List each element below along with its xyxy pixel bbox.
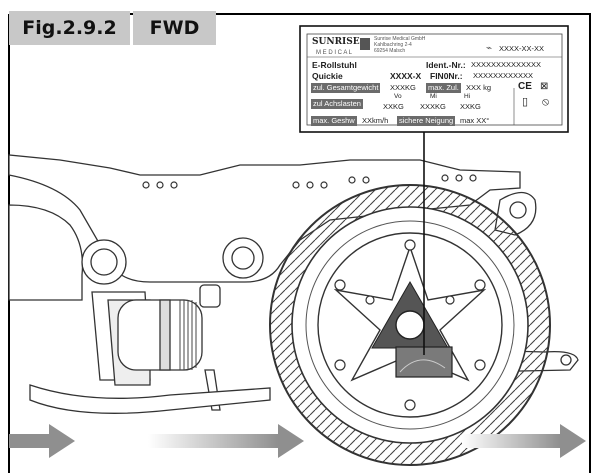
manufacture-date: XXXX-XX-XX xyxy=(499,44,545,53)
ident-label: Ident.-Nr.: xyxy=(426,60,466,70)
figure-number: Fig.2.9.2 xyxy=(9,11,130,45)
axle-value-middle: XXXKG xyxy=(420,102,446,111)
ident-value: XXXXXXXXXXXXXX xyxy=(471,60,542,69)
instructions-icon: ▯ xyxy=(522,96,529,108)
date-of-manufacture-icon: ⌁ xyxy=(486,43,493,54)
axle-col-front: Vo xyxy=(394,93,402,100)
model: Quickie xyxy=(312,71,343,81)
weee-bin-icon: ⊠ xyxy=(540,81,549,92)
axle-load-label: zul Achslasten xyxy=(311,99,363,109)
warning-icon: ⦸ xyxy=(542,96,550,108)
max-load-label: max. Zul. xyxy=(426,83,461,93)
max-load-value: XXX kg xyxy=(466,83,492,92)
axle-value-rear: XXKG xyxy=(460,102,481,111)
fin-label: FIN0Nr.: xyxy=(430,71,463,81)
total-weight-value: XXXKG xyxy=(390,83,416,92)
axle-col-middle: Mi xyxy=(430,93,437,100)
total-weight-label: zul. Gesamtgewicht xyxy=(311,83,381,93)
product-type: E-Rollstuhl xyxy=(312,60,357,70)
drive-wheel xyxy=(269,184,551,466)
axle-col-rear: Hi xyxy=(464,93,471,100)
axle-value-front: XXKG xyxy=(383,102,404,111)
brand-sub: M E D I C A L xyxy=(316,50,353,56)
direction-arrows xyxy=(9,424,586,458)
brand-logo: SUNRISE xyxy=(312,37,360,47)
figure-variant: FWD xyxy=(133,11,216,45)
safe-slope-label: sichere Neigung xyxy=(397,116,456,126)
max-speed-label: max. Geshw xyxy=(311,116,357,126)
max-speed-value: XXkm/h xyxy=(362,116,389,125)
manufacturer-line-3: 69254 Malsch xyxy=(374,48,406,54)
manufacturer-line-1: Sunrise Medical GmbH xyxy=(374,36,426,42)
fin-value: XXXXXXXXXXXX xyxy=(473,71,534,80)
safe-slope-value: max XX° xyxy=(460,116,490,125)
manufacturer-line-2: Kahlbachring 2-4 xyxy=(374,42,412,48)
ce-mark-icon: CE xyxy=(518,81,532,92)
model-code: XXXX-X xyxy=(390,71,422,81)
